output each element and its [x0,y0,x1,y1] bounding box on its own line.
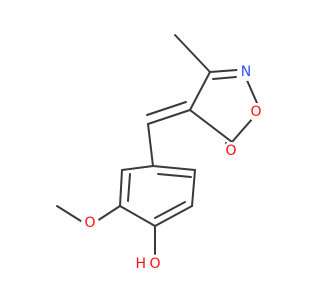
bond-ar4-ar5 [119,205,156,227]
atom-label-o-carbonyl: O [225,143,236,159]
bond-c4-methine-a [147,109,191,125]
bond-ar1-ar2-inner [157,173,192,178]
mask-o-carbonyl [222,142,240,160]
bond-ar2-ar3 [191,169,196,207]
atom-label-oh-o: O [149,256,160,272]
bond-methine-aryl [147,123,154,167]
bond-o-methoxy-ch3 [56,205,85,224]
bond-ar1-ar2 [152,165,196,171]
atom-label-o-methoxy: O [84,215,95,231]
bond-ar5-ar6 [119,169,123,207]
mask-n [237,63,255,81]
bond-c3-n-b [212,76,237,80]
atom-label-n: N [241,64,251,80]
bond-ar3-ar4 [154,205,193,227]
bond-ar5-ar6-inner [127,173,131,202]
atom-label-oh-h: H [135,256,146,272]
bond-ar5-o-methoxy [96,205,121,222]
structural-formula: N O O O O H [56,34,265,273]
bond-o1-c5 [231,117,254,143]
bond-c4-c3 [189,71,211,111]
bond-c3-n-a [209,69,238,73]
mask-o-ring [247,103,265,121]
mask-oh [146,255,164,273]
atom-labels: N O O O O H [81,63,265,273]
atom-label-o-ring: O [250,104,261,120]
bond-c3-methyl [174,34,211,73]
bond-ar3-ar4-inner [154,201,186,219]
bond-ar6-ar1 [121,165,154,171]
bond-n-o1 [245,77,258,104]
bond-c4-methine-b [146,101,187,116]
bond-c5-c4 [189,109,233,143]
mask-o-methoxy [81,214,99,232]
bonds [56,34,258,255]
